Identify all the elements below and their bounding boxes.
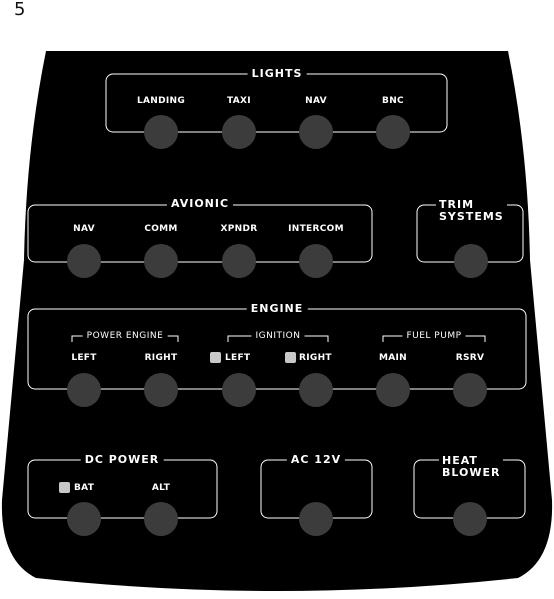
heat-blower-switch[interactable] xyxy=(453,502,487,536)
xpndr-label: XPNDR xyxy=(220,224,258,234)
ignition-right-indicator xyxy=(285,352,296,363)
comm-label: COMM xyxy=(144,224,178,234)
power-right-switch[interactable] xyxy=(144,373,178,407)
xpndr-switch[interactable] xyxy=(222,244,256,278)
ignition-title: IGNITION xyxy=(251,331,305,341)
bat-indicator xyxy=(59,482,70,493)
avionic-nav-switch[interactable] xyxy=(67,244,101,278)
bat-label: BAT xyxy=(74,483,95,493)
taxi-label: TAXI xyxy=(227,96,251,106)
ignition-right-switch[interactable] xyxy=(299,373,333,407)
alt-switch[interactable] xyxy=(144,502,178,536)
engine-title: ENGINE xyxy=(246,303,308,315)
ignition-left-switch[interactable] xyxy=(222,373,256,407)
trim-title: TRIM SYSTEMS xyxy=(436,199,507,223)
avionic-nav-label: NAV xyxy=(73,224,95,234)
fuel-main-switch[interactable] xyxy=(376,373,410,407)
heat-title: HEAT BLOWER xyxy=(439,455,504,479)
ac-12v-switch[interactable] xyxy=(299,502,333,536)
nav-lights-switch[interactable] xyxy=(299,115,333,149)
trim-systems-switch[interactable] xyxy=(454,244,488,278)
bat-switch[interactable] xyxy=(67,502,101,536)
ignition-left-indicator xyxy=(210,352,221,363)
ac-title: AC 12V xyxy=(286,454,346,466)
nav-lights-label: NAV xyxy=(305,96,327,106)
taxi-switch[interactable] xyxy=(222,115,256,149)
fuel-pump-title: FUEL PUMP xyxy=(402,331,466,341)
trim-title-line2: SYSTEMS xyxy=(439,210,504,223)
intercom-label: INTERCOM xyxy=(288,224,344,234)
intercom-switch[interactable] xyxy=(299,244,333,278)
ignition-left-label: LEFT xyxy=(225,353,251,363)
heat-title-line1: HEAT xyxy=(442,455,501,467)
alt-label: ALT xyxy=(151,483,171,493)
landing-switch[interactable] xyxy=(144,115,178,149)
page-number: 5 xyxy=(14,0,26,20)
comm-switch[interactable] xyxy=(144,244,178,278)
bnc-label: BNC xyxy=(382,96,404,106)
bnc-switch[interactable] xyxy=(376,115,410,149)
power-left-label: LEFT xyxy=(71,353,97,363)
dc-power-title: DC POWER xyxy=(80,454,164,466)
avionic-title: AVIONIC xyxy=(166,198,234,210)
trim-title-line1: TRIM xyxy=(439,199,504,211)
power-left-switch[interactable] xyxy=(67,373,101,407)
fuel-rsrv-label: RSRV xyxy=(455,353,485,363)
power-engine-title: POWER ENGINE xyxy=(82,331,168,341)
heat-title-line2: BLOWER xyxy=(442,466,501,479)
lights-title: LIGHTS xyxy=(247,68,307,80)
fuel-main-label: MAIN xyxy=(378,353,408,363)
fuel-rsrv-switch[interactable] xyxy=(453,373,487,407)
landing-label: LANDING xyxy=(136,96,186,106)
power-right-label: RIGHT xyxy=(144,353,178,363)
ignition-right-label: RIGHT xyxy=(299,353,332,363)
